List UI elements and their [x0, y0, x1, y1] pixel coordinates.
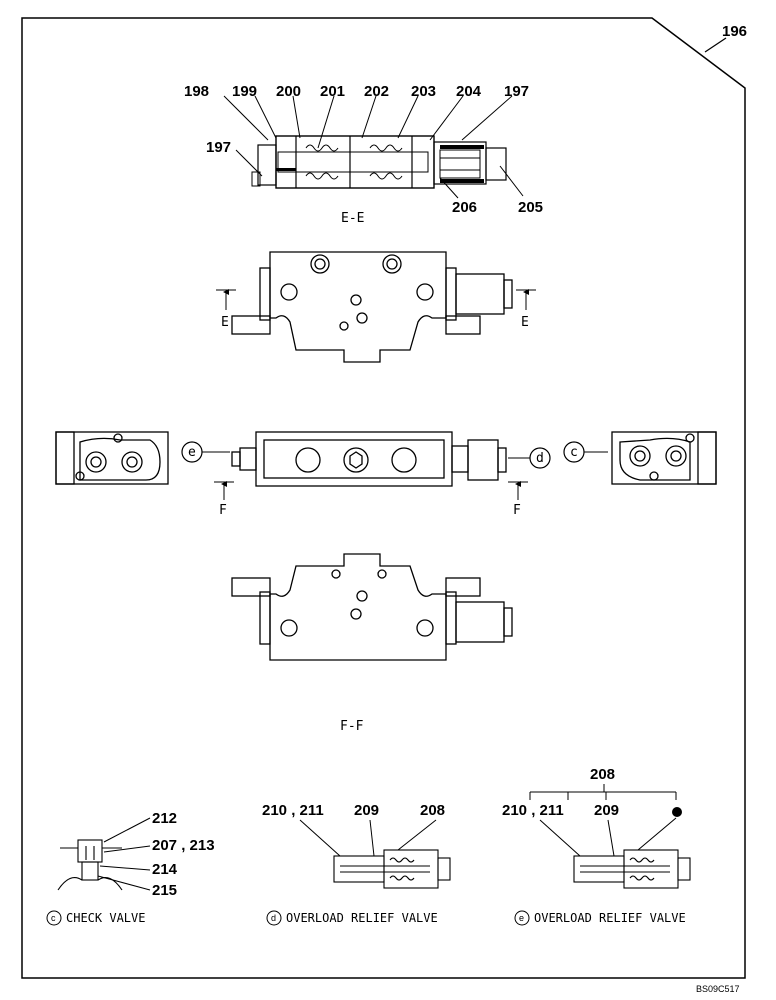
- callout-206: 206: [452, 199, 477, 216]
- callout-199: 199: [232, 83, 257, 100]
- callout-198: 198: [184, 83, 209, 100]
- section-view-e-e: 198 199 200 201 202 203 204 197 197 206 …: [184, 83, 543, 226]
- callout-215: 215: [152, 882, 177, 899]
- circle-marker-e: e: [181, 441, 230, 463]
- section-label-e-e: E-E: [341, 211, 364, 226]
- callout-210-211-d: 210 , 211: [262, 802, 324, 819]
- callout-205: 205: [518, 199, 543, 216]
- circle-marker-c: c: [563, 441, 608, 463]
- check-valve-detail: 212 207 , 213 214 215 c CHECK VALVE: [46, 810, 215, 926]
- section-mark-f-left: F: [214, 481, 234, 518]
- caption-relief-valve-e: OVERLOAD RELIEF VALVE: [534, 911, 686, 925]
- diagram-frame: [21, 17, 746, 979]
- svg-text:e: e: [519, 913, 524, 923]
- relief-valve-e-detail: 208 210 , 211 209 e OVERLOAD RELIEF VALV…: [502, 766, 691, 926]
- section-mark-e-left: E: [216, 289, 236, 330]
- section-label-f-f: F-F: [340, 719, 364, 734]
- callout-209-d: 209: [354, 802, 379, 819]
- section-mark-e-right: E: [516, 289, 536, 330]
- svg-text:d: d: [536, 451, 544, 466]
- callout-197-left: 197: [206, 139, 231, 156]
- svg-text:c: c: [570, 445, 578, 460]
- callout-203: 203: [411, 83, 436, 100]
- valve-front-view: [231, 431, 507, 487]
- svg-text:e: e: [188, 445, 196, 460]
- svg-text:c: c: [51, 913, 56, 923]
- callout-207-213: 207 , 213: [152, 837, 215, 854]
- callout-208-d: 208: [420, 802, 445, 819]
- caption-check-valve: CHECK VALVE: [66, 911, 145, 925]
- callout-209-e: 209: [594, 802, 619, 819]
- callout-204: 204: [456, 83, 482, 100]
- page-number-leader: [704, 37, 727, 53]
- side-view-left: [55, 431, 169, 485]
- svg-text:F: F: [513, 503, 521, 518]
- callout-212: 212: [152, 810, 177, 827]
- callout-200: 200: [276, 83, 301, 100]
- valve-bottom-view: [231, 553, 513, 661]
- callout-197-top: 197: [504, 83, 529, 100]
- callout-202: 202: [364, 83, 389, 100]
- valve-top-view: [231, 251, 513, 363]
- svg-text:F: F: [219, 503, 227, 518]
- svg-text:E: E: [221, 315, 229, 330]
- relief-valve-d-detail: 210 , 211 209 208 d OVERLOAD RELIEF VALV…: [262, 802, 451, 926]
- filled-dot: [672, 807, 682, 817]
- callout-214: 214: [152, 861, 178, 878]
- circle-marker-d: d: [508, 447, 551, 469]
- callout-208-e-group: 208: [590, 766, 615, 783]
- side-view-right: [611, 431, 717, 485]
- figure-code: BS09C517: [696, 984, 740, 994]
- section-mark-f-right: F: [508, 481, 528, 518]
- callout-201: 201: [320, 83, 345, 100]
- svg-text:d: d: [271, 913, 276, 923]
- caption-relief-valve-d: OVERLOAD RELIEF VALVE: [286, 911, 438, 925]
- callout-210-211-e: 210 , 211: [502, 802, 564, 819]
- svg-text:E: E: [521, 315, 529, 330]
- page-number: 196: [722, 23, 747, 40]
